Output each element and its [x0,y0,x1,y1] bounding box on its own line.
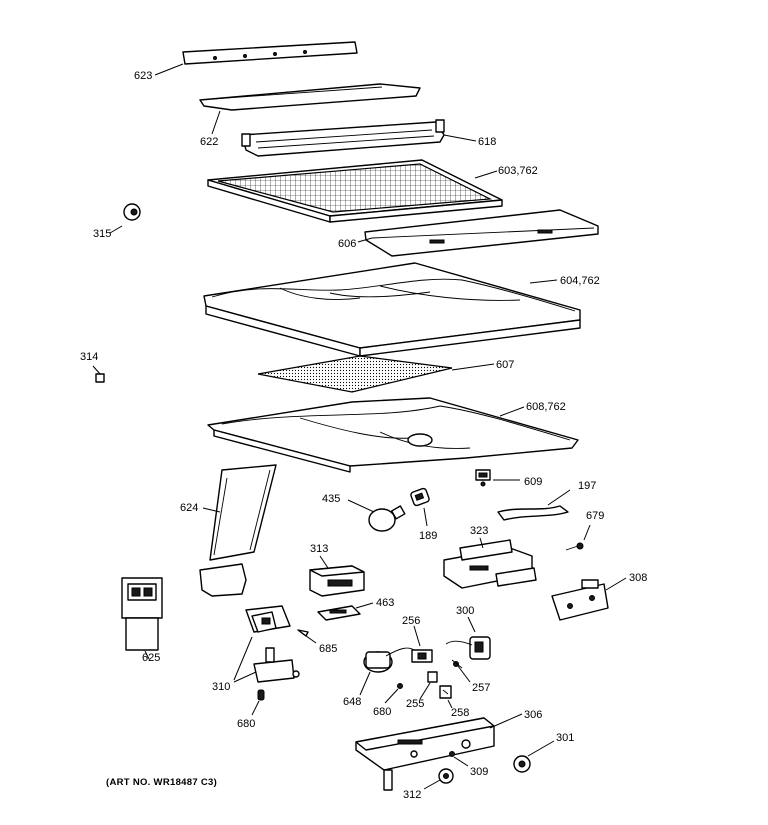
label-258: 258 [451,707,469,719]
part-308-plate [551,579,609,621]
part-603-shelf [207,159,503,223]
label-315: 315 [93,228,111,240]
part-604-pan [203,262,581,357]
part-313-box [309,565,365,597]
label-604: 604,762 [560,275,600,287]
part-622-tray [199,83,421,111]
label-300: 300 [456,605,474,617]
part-312-knob [438,768,454,784]
part-301-knob [513,755,531,773]
part-623-strip [182,41,358,65]
part-323-housing [443,539,537,589]
part-679-screw [565,542,584,551]
label-679: 679 [586,510,604,522]
label-197: 197 [578,480,596,492]
part-648-motor [363,647,415,673]
label-255: 255 [406,698,424,710]
part-315-tube [118,203,155,509]
label-189: 189 [419,530,437,542]
part-258-cover [439,685,452,699]
part-255-connector [427,671,438,683]
part-607-mesh [257,355,453,393]
part-306-bracket [355,717,495,791]
label-680a: 680 [237,718,255,730]
label-308: 308 [629,572,647,584]
part-197-foil [497,505,569,521]
label-323: 323 [470,525,488,537]
label-624: 624 [180,502,198,514]
part-685-connector [297,629,309,637]
part-680-screw-center [397,683,403,689]
label-256: 256 [402,615,420,627]
label-603: 603,762 [498,165,538,177]
label-312: 312 [403,789,421,801]
part-310-damper [245,605,300,683]
label-625: 625 [142,652,160,664]
label-435: 435 [322,493,340,505]
label-309: 309 [470,766,488,778]
part-189-socket [410,487,430,507]
part-606-trim [364,209,599,257]
label-648: 648 [343,696,361,708]
label-310: 310 [212,681,230,693]
part-609-holder [475,469,491,487]
label-608: 608,762 [526,401,566,413]
label-607: 607 [496,359,514,371]
part-625-control [121,577,163,651]
label-257: 257 [472,682,490,694]
label-680b: 680 [373,706,391,718]
label-301: 301 [556,732,574,744]
label-623: 623 [134,70,152,82]
label-306: 306 [524,709,542,721]
part-435-bulb [368,505,406,532]
part-608-pan [207,397,579,473]
part-463-bracket [317,605,361,621]
part-256-switch [411,649,433,663]
label-606: 606 [338,238,356,250]
label-609: 609 [524,476,542,488]
part-618-cover [241,119,445,157]
part-680-screw-left [257,689,265,701]
part-309-screw [449,751,455,757]
part-300-relay [445,636,491,660]
label-314: 314 [80,351,98,363]
label-618: 618 [478,136,496,148]
label-622: 622 [200,136,218,148]
label-313: 313 [310,543,328,555]
part-257-clip [451,659,463,669]
label-685: 685 [319,643,337,655]
part-314-clip [95,373,105,383]
part-624-duct [199,464,277,597]
art-number: (ART NO. WR18487 C3) [106,777,217,788]
label-463: 463 [376,597,394,609]
